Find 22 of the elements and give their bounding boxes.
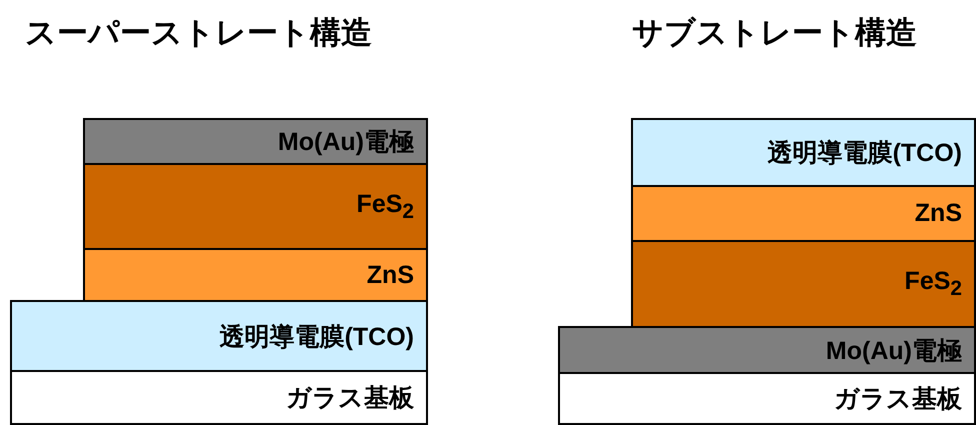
conductive-film-layer (10, 300, 428, 372)
buffer-layer (83, 248, 428, 302)
absorber-layer (631, 240, 976, 328)
layer-label: 透明導電膜(TCO) (768, 138, 962, 169)
layer-label: FeS$_{2}$ (904, 267, 962, 301)
conductive-film-layer (631, 118, 976, 187)
layer-label: FeS$_{2}$ (356, 190, 414, 224)
electrode-layer (558, 326, 976, 374)
glass-substrate (10, 370, 428, 425)
layer-label: 透明導電膜(TCO) (220, 322, 414, 352)
layer-label: ZnS (366, 260, 414, 290)
heading: サブストレート構造 (632, 14, 917, 52)
layer-label: ガラス基板 (834, 384, 962, 415)
layer-label: Mo(Au)電極 (278, 127, 414, 158)
electrode-layer (83, 118, 428, 165)
layer-label: ガラス基板 (286, 383, 414, 414)
absorber-layer (83, 163, 428, 250)
glass-substrate (558, 372, 976, 425)
heading: スーパーストレート構造 (25, 14, 372, 52)
buffer-layer (631, 185, 976, 242)
layer-label: Mo(Au)電極 (826, 336, 962, 366)
layer-label: ZnS (914, 199, 962, 228)
